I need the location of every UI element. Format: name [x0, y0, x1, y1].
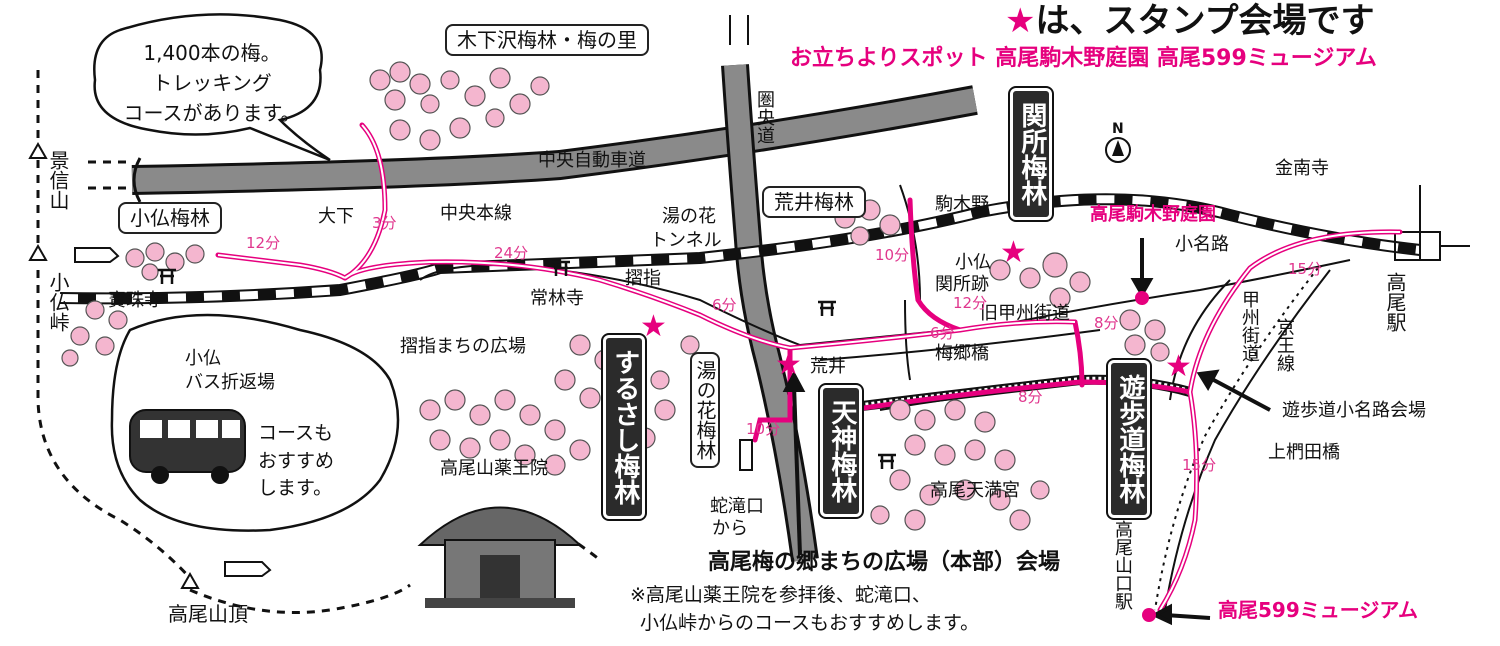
walk-time-15a: 15分 — [1288, 260, 1323, 278]
callout-line-1: 1,400本の梅。 — [143, 41, 281, 65]
place-sekisho-ato-2: 関所跡 — [935, 274, 989, 295]
stamp-venue-star-icon: ★ — [1165, 349, 1192, 384]
walk-time-6a: 6分 — [712, 296, 737, 314]
callout-bubble — [93, 13, 331, 162]
keio-railway — [1154, 267, 1331, 611]
grove-sign-sekisho: 関所梅林 — [1010, 88, 1052, 220]
grove-sign-surusashi: するさし梅林 — [603, 335, 645, 519]
arrows — [782, 238, 1271, 626]
callout-line-3: コースがあります。 — [123, 101, 301, 125]
bus-terminal-label-2: バス折返場 — [185, 372, 275, 393]
bus-bubble-line-3: します。 — [258, 477, 333, 500]
stamp-venue-star-icon: ★ — [1000, 235, 1027, 270]
place-kyu-koshu: 旧甲州街道 — [980, 303, 1070, 324]
place-komagino: 駒木野 — [935, 194, 989, 215]
compass-icon — [1105, 137, 1131, 163]
summit-markers — [28, 141, 200, 589]
place-keio-line: 京王線 — [1274, 318, 1295, 372]
place-kobotoke-pass: 小仏峠 — [46, 272, 70, 332]
map-symbols — [158, 260, 896, 469]
walk-time-12b: 12分 — [953, 294, 988, 312]
place-sekisho-ato-1: 小仏 — [955, 252, 991, 273]
walk-time-15b: 15分 — [1182, 456, 1217, 474]
yakuoin-temple — [417, 506, 583, 608]
place-yakuoin: 高尾山薬王院 — [440, 458, 548, 479]
bus-terminal-label-1: 小仏 — [185, 348, 221, 369]
footnote-line-1: ※高尾山薬王院を参拝後、蛇滝口、 — [630, 584, 931, 606]
place-kamikunugida-bridge: 上椚田橋 — [1268, 442, 1340, 463]
place-jagataki-2: から — [712, 518, 748, 539]
pointing-hands — [74, 247, 753, 577]
walk-time-10b: 10分 — [875, 246, 910, 264]
footnote: ※高尾山薬王院を参拝後、蛇滝口、 小仏峠からのコースもおすすめします。 — [630, 582, 979, 637]
place-surusashi: 摺指 — [625, 268, 661, 289]
spot-dot-komagino-garden — [1135, 291, 1149, 305]
walk-time-8b: 8分 — [1018, 388, 1043, 406]
bus-bubble-line-1: コースも — [258, 422, 334, 444]
place-tenmangu: 高尾天満宮 — [930, 480, 1020, 501]
bus-bubble-text: コースも おすすめ します。 — [258, 420, 334, 503]
compass-label: N — [1112, 121, 1124, 137]
spot-dot-museum599 — [1142, 608, 1156, 622]
place-tunnel-1: 湯の花 — [662, 206, 716, 227]
place-tunnel-2: トンネル — [650, 230, 722, 251]
walk-time-10a: 10分 — [746, 420, 781, 438]
walking-routes-inner — [217, 124, 1401, 611]
place-kagenobu: 景信山 — [46, 150, 70, 210]
walk-time-24: 24分 — [494, 244, 529, 262]
place-baigo-bridge: 梅郷橋 — [935, 343, 989, 364]
walk-time-3: 3分 — [372, 214, 397, 232]
headquarters-label: 高尾梅の郷まちの広場（本部）会場 — [708, 550, 1061, 575]
place-konaji: 小名路 — [1175, 234, 1229, 255]
place-hojuji: 寶珠寺 — [108, 290, 162, 311]
walk-time-12a: 12分 — [246, 234, 281, 252]
place-summit: 高尾山頂 — [168, 602, 248, 626]
walk-time-8a: 8分 — [1094, 314, 1119, 332]
place-surusashi-plaza: 摺指まちの広場 — [400, 336, 526, 357]
place-ken-o-do: 圏央道 — [754, 90, 775, 144]
walk-time-6b: 6分 — [930, 324, 955, 342]
place-konanji: 金南寺 — [1275, 158, 1329, 179]
place-koshu-kaido: 甲州街道 — [1239, 290, 1260, 362]
grove-sign-tenjin: 天神梅林 — [820, 385, 862, 517]
callout-text: 1,400本の梅。 トレッキング コースがあります。 — [112, 38, 312, 128]
footnote-line-2: 小仏峠からのコースもおすすめします。 — [640, 611, 980, 634]
bus-bubble — [110, 313, 400, 532]
place-jagataki-1: 蛇滝口 — [710, 496, 764, 517]
place-komagino-garden: 高尾駒木野庭園 — [1090, 204, 1216, 225]
grove-label-arai: 荒井梅林 — [762, 186, 866, 218]
place-yuhodo-venue: 遊歩道小名路会場 — [1282, 400, 1426, 421]
place-oshimo: 大下 — [318, 206, 354, 227]
place-jorinji: 常林寺 — [530, 288, 584, 309]
place-museum599: 高尾599ミュージアム — [1218, 598, 1418, 622]
bus-illustration — [129, 409, 246, 484]
ken-o-expressway — [721, 15, 819, 562]
grove-label-kobotoke: 小仏梅林 — [118, 202, 222, 234]
spots-line: お立ちよりスポット 高尾駒木野庭園 高尾599ミュージアム — [790, 46, 1377, 71]
chuo-expressway — [131, 85, 978, 203]
place-takao-station: 高尾駅 — [1383, 272, 1407, 332]
callout-line-2: トレッキング — [152, 71, 272, 95]
grove-label-kinoshitazawa: 木下沢梅林・梅の里 — [445, 24, 649, 56]
place-chuo-line: 中央本線 — [440, 203, 512, 224]
header-title: ★は、スタンプ会場です — [1005, 4, 1374, 38]
header-title-text: は、スタンプ会場です — [1035, 1, 1375, 41]
place-chuo-expressway: 中央自動車道 — [538, 150, 646, 171]
stamp-venue-star-icon: ★ — [775, 347, 802, 382]
stamp-venue-star-icon: ★ — [640, 309, 667, 344]
grove-sign-yuhodo: 遊歩道梅林 — [1108, 360, 1150, 518]
plum-blossoms — [61, 61, 1170, 531]
grove-label-yunohana: 湯の花梅林 — [690, 352, 720, 468]
bus-bubble-line-2: おすすめ — [258, 449, 335, 472]
place-arai: 荒井 — [810, 356, 846, 377]
star-icon: ★ — [1005, 1, 1036, 41]
place-takaosanguchi-station: 高尾山口駅 — [1112, 520, 1133, 610]
